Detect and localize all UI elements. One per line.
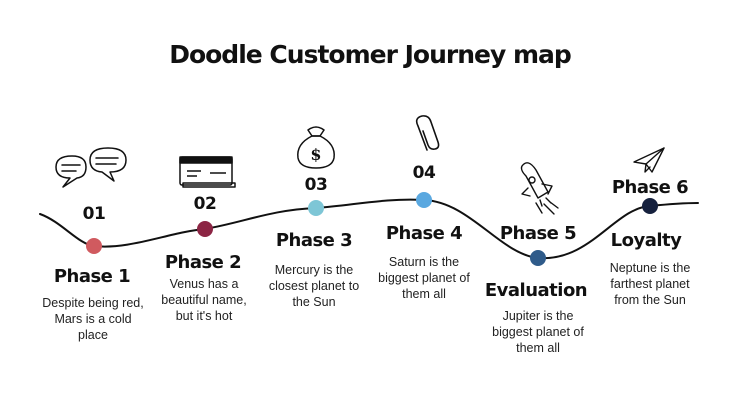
phase-2-label: Phase 2 [164, 252, 242, 273]
phase-4-label: Phase 4 [385, 223, 463, 244]
step-number-1: 01 [82, 204, 106, 224]
phase-2-description: Venus has a beautiful name, but it's hot [161, 277, 247, 323]
phase-5-label: Phase 5 [499, 223, 577, 244]
step-dot-3 [308, 200, 324, 216]
step-dot-6 [642, 198, 658, 214]
phase-6-label: Phase 6 [611, 177, 689, 198]
page-title: Doodle Customer Journey map [169, 40, 572, 69]
step-number-3: 03 [304, 175, 328, 195]
credit-card-icon [179, 156, 236, 188]
rocket-icon [520, 162, 559, 215]
step-dot-4 [416, 192, 432, 208]
step-number-2: 02 [193, 194, 217, 214]
phase-3-label: Phase 3 [275, 230, 353, 251]
journey-path [39, 198, 699, 260]
paperclip-icon [415, 115, 440, 151]
step-number-4: 04 [412, 163, 436, 183]
phase-5-subtitle: Evaluation [484, 280, 588, 301]
step-dot-5 [530, 250, 546, 266]
phase-1-description: Despite being red, Mars is a cold place [42, 296, 144, 342]
phase-1-label: Phase 1 [53, 266, 131, 287]
step-dot-1 [86, 238, 102, 254]
phase-5-description: Jupiter is the biggest planet of them al… [492, 309, 584, 355]
phase-6-description: Neptune is the farthest planet from the … [609, 261, 691, 307]
svg-text:$: $ [310, 145, 321, 164]
phase-6-subtitle: Loyalty [610, 230, 682, 251]
chat-bubbles-icon [55, 147, 127, 188]
phase-4-description: Saturn is the biggest planet of them all [378, 255, 470, 301]
phase-3-description: Mercury is the closest planet to the Sun [268, 263, 360, 309]
money-bag-icon: $ [297, 126, 335, 169]
step-dot-2 [197, 221, 213, 237]
paper-plane-icon [633, 147, 665, 173]
